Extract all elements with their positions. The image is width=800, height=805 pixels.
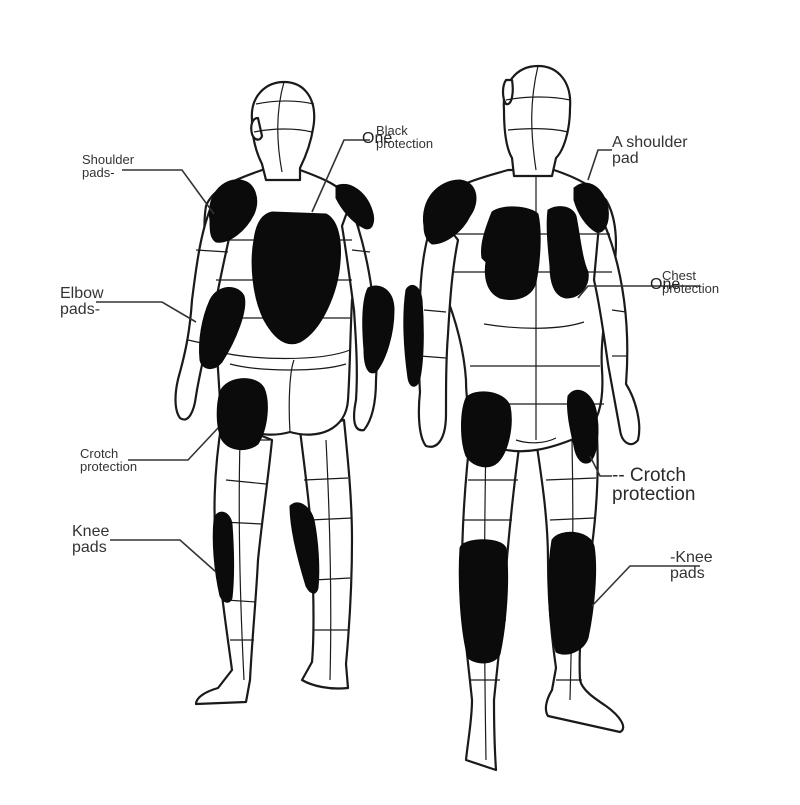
label-chest-protection: Chest protection [662, 268, 720, 296]
back-left-knee-pad [212, 511, 234, 603]
label-knee-pads-back: Knee pads [72, 523, 110, 556]
label-crotch-protection-front: -- Crotch protection [612, 465, 696, 505]
back-left-shoulder-pad [208, 179, 258, 243]
label-a-shoulder-pad: A shoulder pad [612, 134, 688, 167]
back-view-figure [174, 80, 395, 706]
front-left-knee-pad [458, 539, 509, 664]
front-right-chest-pad [546, 206, 589, 299]
leader-elbow-pads [96, 301, 197, 323]
leader-back-protection [311, 139, 370, 213]
label-crotch-protection-back: Crotch protection [80, 446, 138, 474]
leader-shoulder-pads [122, 169, 215, 215]
front-view-figure [403, 64, 641, 772]
back-ear [250, 116, 264, 141]
front-left-crotch-pad [461, 391, 512, 468]
label-back-protection: Black protection [376, 123, 434, 151]
label-back-protection-overlay: One [362, 130, 393, 147]
leader-crotch-back [128, 427, 219, 461]
back-head [250, 80, 316, 182]
leader-lines [96, 139, 700, 607]
leader-crotch-front [589, 455, 612, 477]
front-left-chest-pad [481, 206, 541, 300]
back-right-elbow-pad [362, 285, 395, 374]
leader-chest-protection [577, 285, 700, 299]
leader-knee-front [591, 565, 700, 607]
front-left-arm [417, 210, 460, 448]
label-shoulder-pads: Shoulder pads- [82, 152, 135, 180]
front-head [502, 64, 572, 178]
label-knee-pads-front: -Knee pads [670, 549, 713, 582]
back-right-knee-pad [289, 502, 320, 594]
front-ear [501, 78, 514, 106]
front-right-shoulder-pad [573, 182, 609, 233]
label-elbow-pads: Elbow pads- [60, 285, 104, 318]
leader-knee-back [110, 539, 217, 573]
back-protection-pad [251, 211, 341, 345]
leader-a-shoulder-pad [587, 149, 612, 181]
back-left-elbow-pad [199, 287, 246, 369]
front-right-knee-pad [548, 531, 597, 655]
label-chest-protection-overlay: One [650, 276, 681, 293]
front-left-arm-pad [403, 284, 424, 387]
back-crotch-pad [216, 378, 268, 450]
front-right-crotch-pad [567, 389, 599, 464]
front-left-shoulder-pad [422, 179, 477, 245]
back-right-shoulder-pad [335, 184, 375, 230]
